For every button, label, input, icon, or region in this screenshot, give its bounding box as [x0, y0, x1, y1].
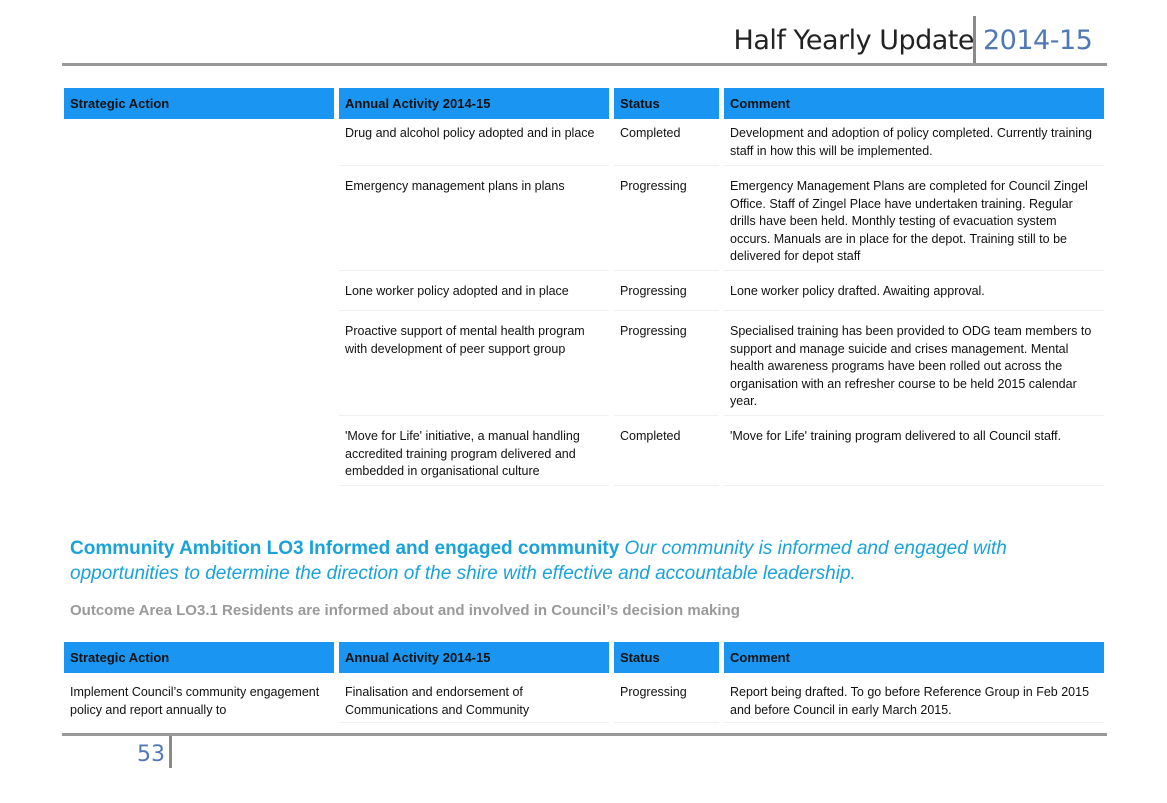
- table-row: 'Move for Life' initiative, a manual han…: [64, 422, 1104, 492]
- table-row: Emergency management plans in plans Prog…: [64, 172, 1104, 277]
- community-ambition-heading: Community Ambition LO3 Informed and enga…: [70, 536, 1070, 586]
- engagement-table-body: Implement Council’s community engagement…: [64, 678, 1104, 724]
- cell-strategic-action: [64, 277, 339, 317]
- cell-activity: 'Move for Life' initiative, a manual han…: [339, 422, 614, 492]
- engagement-table-rows: Implement Council’s community engagement…: [64, 678, 1104, 724]
- table-header-row: Strategic Action Annual Activity 2014-15…: [64, 88, 1104, 119]
- cell-comment: Lone worker policy drafted. Awaiting app…: [724, 277, 1104, 317]
- table-row: Implement Council’s community engagement…: [64, 678, 1104, 724]
- cell-status: Completed: [614, 119, 724, 172]
- cell-status: Progressing: [614, 172, 724, 277]
- column-header-status: Status: [614, 642, 724, 673]
- cell-activity: Drug and alcohol policy adopted and in p…: [339, 119, 614, 172]
- table-header-row: Strategic Action Annual Activity 2014-15…: [64, 642, 1104, 673]
- header-divider: [973, 16, 976, 64]
- column-header-comment: Comment: [724, 642, 1104, 673]
- column-header-strategic-action: Strategic Action: [64, 642, 339, 673]
- cell-activity: Finalisation and endorsement of Communic…: [339, 678, 614, 724]
- cell-status: Progressing: [614, 277, 724, 317]
- header-rule: [62, 63, 1107, 66]
- document-year: 2014-15: [983, 25, 1093, 56]
- cell-strategic-action: [64, 317, 339, 422]
- cell-comment: Development and adoption of policy compl…: [724, 119, 1104, 172]
- table-row: Drug and alcohol policy adopted and in p…: [64, 119, 1104, 172]
- wellbeing-actions-table: Strategic Action Annual Activity 2014-15…: [64, 88, 1104, 492]
- ambition-description: Our community is informed and engaged wi…: [70, 538, 1007, 584]
- cell-comment: 'Move for Life' training program deliver…: [724, 422, 1104, 492]
- ambition-title: Community Ambition LO3 Informed and enga…: [70, 538, 620, 559]
- cell-strategic-action: [64, 172, 339, 277]
- cell-strategic-action: [64, 422, 339, 492]
- document-title: Half Yearly Update: [733, 25, 975, 56]
- cell-activity: Lone worker policy adopted and in place: [339, 277, 614, 317]
- column-header-comment: Comment: [724, 88, 1104, 119]
- column-header-status: Status: [614, 88, 724, 119]
- cell-activity: Emergency management plans in plans: [339, 172, 614, 277]
- cell-comment: Emergency Management Plans are completed…: [724, 172, 1104, 277]
- column-header-strategic-action: Strategic Action: [64, 88, 339, 119]
- table-row: Proactive support of mental health progr…: [64, 317, 1104, 422]
- cell-comment: Specialised training has been provided t…: [724, 317, 1104, 422]
- footer-divider: [169, 736, 172, 768]
- cell-status: Progressing: [614, 317, 724, 422]
- outcome-area-heading: Outcome Area LO3.1 Residents are informe…: [70, 602, 740, 619]
- column-header-annual-activity: Annual Activity 2014-15: [339, 88, 614, 119]
- cell-status: Progressing: [614, 678, 724, 724]
- cell-activity: Proactive support of mental health progr…: [339, 317, 614, 422]
- page-header: Half Yearly Update 2014-15: [62, 16, 1107, 66]
- column-header-annual-activity: Annual Activity 2014-15: [339, 642, 614, 673]
- cell-status: Completed: [614, 422, 724, 492]
- page-number: 53: [137, 742, 165, 767]
- footer-rule: [62, 733, 1107, 736]
- table-row: Lone worker policy adopted and in place …: [64, 277, 1104, 317]
- cell-strategic-action: Implement Council’s community engagement…: [64, 678, 339, 724]
- engagement-actions-table: Strategic Action Annual Activity 2014-15…: [64, 642, 1104, 673]
- cell-comment: Report being drafted. To go before Refer…: [724, 678, 1104, 724]
- cell-strategic-action: [64, 119, 339, 172]
